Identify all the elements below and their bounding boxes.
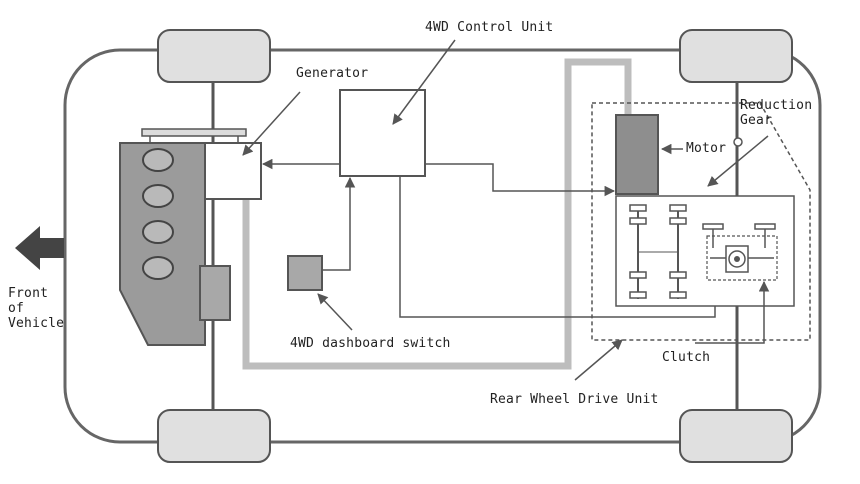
- vehicle-body-outline: [63, 48, 822, 444]
- differential-gear-hub: [734, 256, 740, 262]
- wire-switch-to-control: [322, 176, 356, 271]
- label-rear-wheel-drive-unit: Rear Wheel Drive Unit: [490, 392, 659, 407]
- motor-box: [615, 114, 659, 195]
- dashboard-switch-box: [287, 255, 323, 291]
- label-dashboard-switch: 4WD dashboard switch: [290, 336, 451, 351]
- gear: [629, 217, 647, 225]
- engine-block: [119, 142, 206, 346]
- engine-cylinder: [142, 220, 174, 244]
- wire-control-to-motor: [425, 163, 616, 197]
- arrow-clutch-label: [695, 280, 770, 344]
- gear: [629, 271, 647, 279]
- gear: [669, 291, 687, 299]
- rear-drive-unit-boundary: [591, 102, 811, 341]
- gear: [669, 217, 687, 225]
- reduction-gear-pointer-dot: [733, 137, 743, 147]
- label-control-unit: 4WD Control Unit: [425, 20, 554, 35]
- engine-cylinder: [142, 256, 174, 280]
- wheel-front-bottom: [157, 409, 271, 463]
- arrow-reduction-gear-label: [707, 135, 769, 187]
- gear: [669, 204, 687, 212]
- wheel-rear-top: [679, 29, 793, 83]
- power-cable: [242, 58, 632, 370]
- gear-housing: [615, 195, 795, 307]
- label-reduction-gear: Reduction Gear: [740, 98, 813, 128]
- label-motor: Motor: [686, 141, 727, 156]
- clutch-boundary: [706, 235, 778, 281]
- label-clutch: Clutch: [662, 350, 711, 365]
- gear: [629, 204, 647, 212]
- transmission-box: [199, 265, 231, 321]
- engine-cylinder: [142, 148, 174, 172]
- label-generator: Generator: [296, 66, 369, 81]
- control-unit-box: [339, 89, 426, 177]
- gear: [669, 271, 687, 279]
- gear: [629, 291, 647, 299]
- wheel-front-top: [157, 29, 271, 83]
- arrow-generator-label: [242, 91, 301, 156]
- clutch-cap: [754, 223, 776, 230]
- front-arrow-icon: [15, 226, 64, 270]
- arrow-dashboard-switch-label: [317, 293, 353, 331]
- arrow-rear-drive-unit-label: [574, 339, 623, 381]
- engine-cylinder: [142, 184, 174, 208]
- engine-top-plate: [141, 128, 247, 137]
- arrow-control-unit-label: [392, 39, 456, 125]
- clutch-cap: [702, 223, 724, 230]
- generator-box: [204, 142, 262, 200]
- wheel-rear-bottom: [679, 409, 793, 463]
- label-front-of-vehicle: Front of Vehicle: [8, 286, 65, 331]
